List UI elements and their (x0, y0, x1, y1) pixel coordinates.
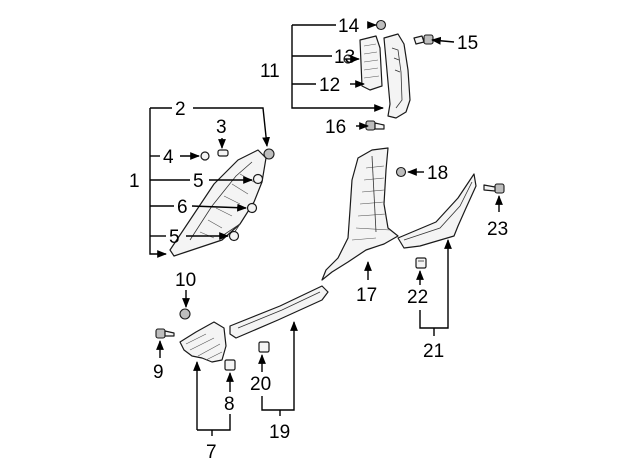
clip-4-part (200, 151, 210, 161)
clip-20-part (258, 341, 270, 353)
upper-pillar-trim-part (383, 33, 411, 119)
clip-18-part (395, 166, 407, 178)
callout-4: 4 (163, 147, 174, 168)
callout-20: 20 (250, 374, 271, 395)
callout-5-lower: 5 (169, 227, 180, 248)
callout-21: 21 (423, 341, 444, 362)
callout-12: 12 (319, 75, 340, 96)
rear-scuff-plate-part (397, 173, 477, 249)
callout-6: 6 (177, 197, 188, 218)
callout-17: 17 (356, 285, 377, 306)
callout-8: 8 (224, 394, 235, 415)
callout-22: 22 (407, 287, 428, 308)
callout-1: 1 (129, 171, 140, 192)
callout-16: 16 (325, 117, 346, 138)
leader-lines (149, 21, 503, 436)
callout-3: 3 (216, 117, 227, 138)
callout-14: 14 (338, 16, 360, 37)
front-scuff-plate-part (229, 285, 329, 339)
bolt-9-part (155, 328, 175, 339)
callout-13: 13 (334, 47, 355, 68)
kick-panel-part (179, 321, 227, 363)
bolt-23-part (483, 183, 505, 194)
clip-6-part (246, 202, 258, 214)
callout-19: 19 (269, 422, 290, 443)
pillar-cover-piece-part (359, 35, 383, 91)
nut-10-part (179, 308, 191, 320)
screw-15-part (413, 34, 434, 45)
callout-2: 2 (175, 99, 186, 120)
callout-labels: 1 2 3 4 5 5 6 7 8 9 10 11 12 13 14 15 16… (129, 16, 508, 463)
callout-10: 10 (175, 270, 196, 291)
clip-22-part (415, 257, 427, 269)
b-pillar-lower-trim-part (321, 147, 399, 281)
callout-7: 7 (206, 442, 217, 463)
clip-5-lower-part (228, 230, 240, 242)
callout-5-upper: 5 (193, 171, 204, 192)
callout-23: 23 (487, 219, 508, 240)
callout-18: 18 (427, 163, 448, 184)
callout-9: 9 (153, 362, 164, 383)
clip-14-part (375, 19, 387, 31)
callout-15: 15 (457, 33, 478, 54)
clip-8-part (224, 359, 236, 371)
clip-3-part (217, 149, 229, 157)
screw-16-part (365, 120, 385, 131)
a-pillar-trim-part (169, 149, 267, 257)
clip-2-part (263, 148, 275, 160)
clip-5-upper-part (252, 173, 264, 185)
callout-11: 11 (260, 61, 280, 82)
